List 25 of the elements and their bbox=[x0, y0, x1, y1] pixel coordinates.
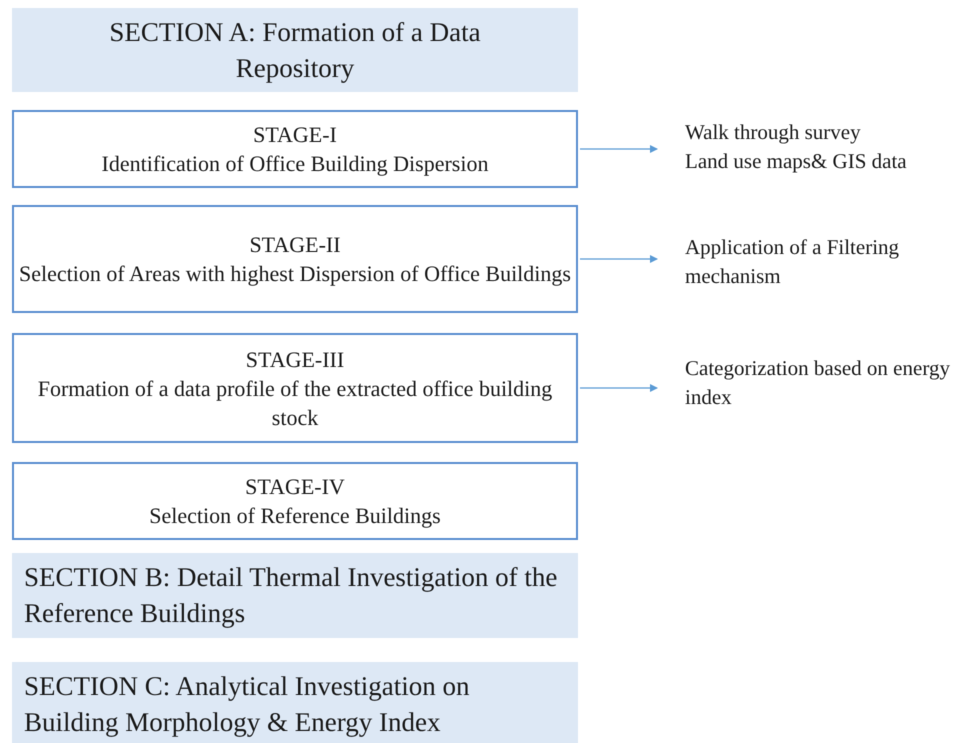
stage-description: Identification of Office Building Dispersion bbox=[100, 150, 490, 178]
section-band bbox=[12, 553, 578, 638]
section-band bbox=[12, 8, 578, 92]
stage-description: Selection of Reference Buildings bbox=[148, 502, 442, 530]
section-heading: SECTION A: Formation of a Data Repository bbox=[108, 16, 482, 85]
method-note: Land use maps& GIS data bbox=[685, 148, 908, 175]
arrow bbox=[580, 255, 658, 263]
section-band bbox=[12, 662, 578, 743]
arrow bbox=[580, 145, 658, 153]
section-heading: SECTION B: Detail Thermal Investigation of the Reference Buildings bbox=[24, 561, 558, 630]
stage-title: STAGE-IV bbox=[244, 473, 346, 501]
stage-box bbox=[12, 205, 578, 313]
stage-box bbox=[12, 110, 578, 188]
method-note: Categorization based on energy index bbox=[685, 355, 951, 411]
section-heading: SECTION C: Analytical Investigation on Building Morphology & Energy Index bbox=[24, 670, 470, 739]
stage-title: STAGE-II bbox=[248, 231, 342, 259]
method-note: Walk through survey bbox=[685, 119, 862, 146]
stage-title: STAGE-III bbox=[244, 346, 346, 374]
method-note: Application of a Filtering mechanism bbox=[685, 234, 900, 290]
stage-description: Formation of a data profile of the extracted office building stock bbox=[36, 374, 554, 432]
stage-description: Selection of Areas with highest Dispersion of Office Buildings bbox=[18, 260, 572, 288]
arrow bbox=[580, 384, 658, 392]
stage-title: STAGE-I bbox=[252, 121, 338, 149]
stage-box bbox=[12, 462, 578, 540]
stage-box bbox=[12, 333, 578, 443]
